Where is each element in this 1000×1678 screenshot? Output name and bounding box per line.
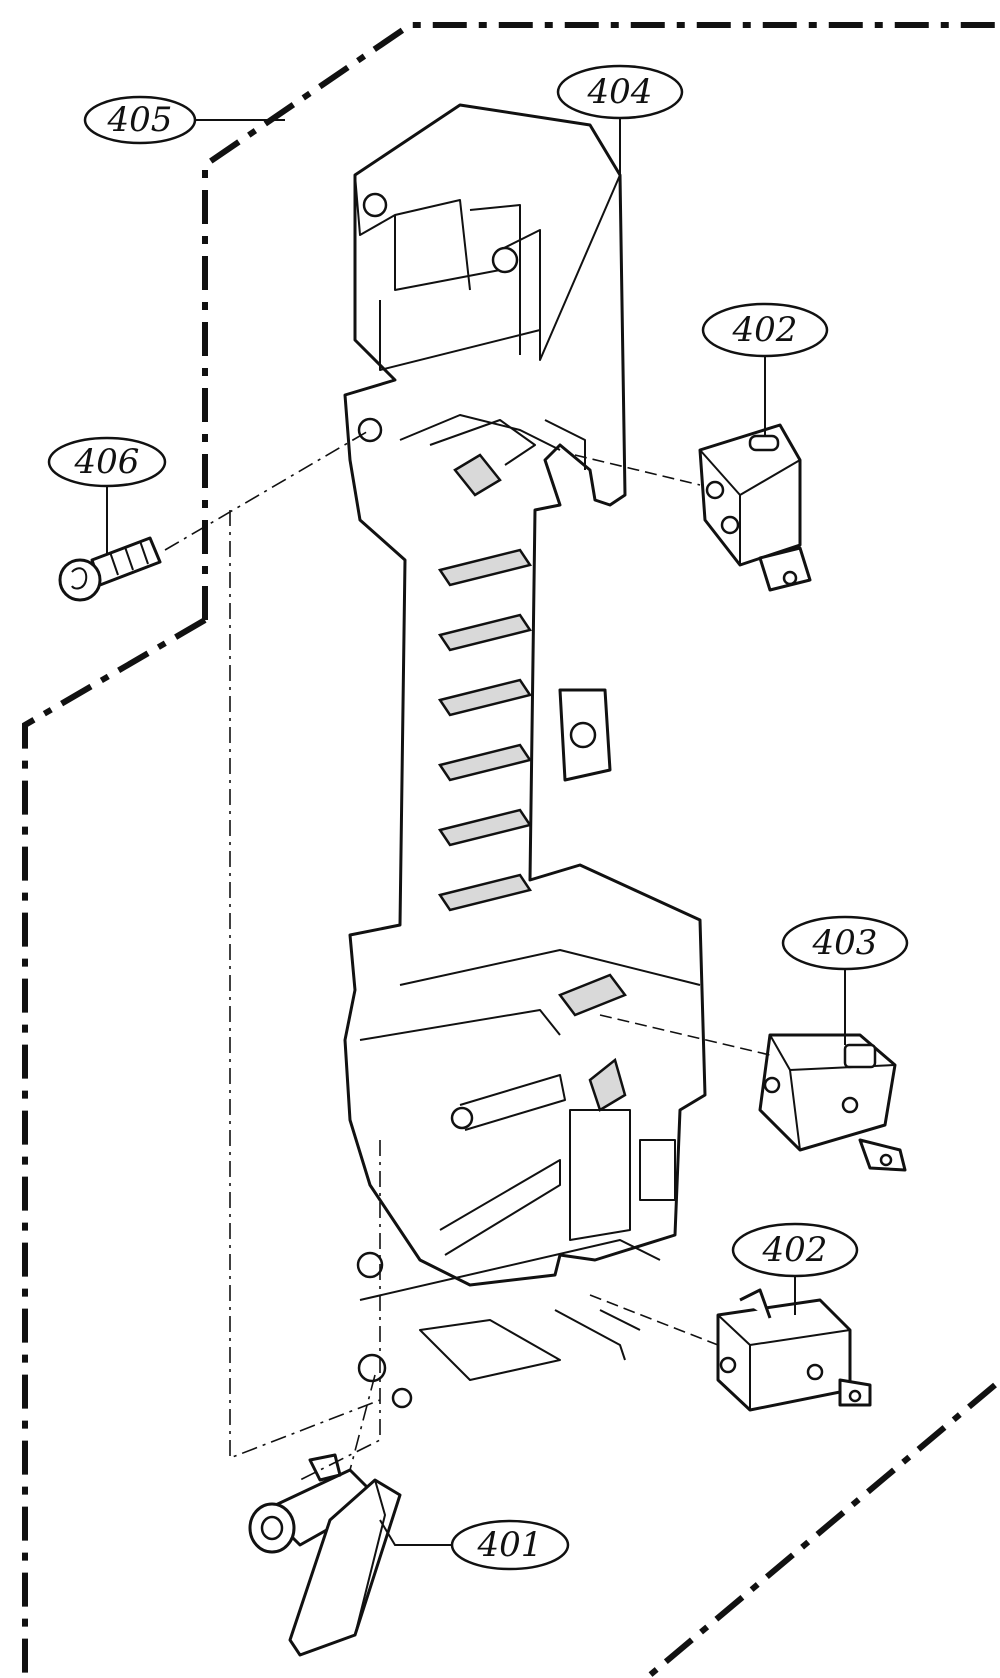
rib-3 [437,678,533,717]
switch-403-hole-b [841,1096,859,1114]
leader-401 [379,1519,455,1546]
switch-actuator-top [748,434,780,452]
mount-hole-bottom [357,1353,387,1383]
side-tab-hole [569,721,597,749]
callout-403: 403 [781,915,909,971]
upper-latch-hook [453,453,502,497]
lower-cavity [569,1109,631,1241]
lower-window [639,1139,676,1201]
rib-2 [437,613,533,652]
guide-switch-top [574,454,701,486]
rib-6 [437,873,533,912]
guide-lever [349,1374,376,1471]
callout-403-label: 403 [812,923,878,963]
switch-bottom-hole-b [806,1363,824,1381]
terminal-hole-403 [879,1153,893,1167]
guide-screw [164,429,371,551]
assembly-boundary [202,22,995,620]
callout-401-label: 401 [477,1525,543,1565]
screw-head [58,558,102,602]
terminal-hole-top [782,570,798,586]
mount-hole-lower [356,1251,384,1279]
pin-rod-end [450,1106,474,1130]
lever-401 [248,1453,402,1657]
switch-bottom-hole-a [719,1356,737,1374]
switch-402-top [698,423,812,592]
lower-latch-hook [588,1057,627,1112]
rib-1 [437,548,533,587]
terminal-hole-bottom [848,1389,862,1403]
rib-5 [437,808,533,847]
guide-switch-bottom [589,1294,719,1346]
callout-406: 406 [47,436,167,488]
callout-401: 401 [450,1519,570,1571]
door-switch-holder [343,103,707,1409]
callout-402-bottom-label: 402 [762,1230,828,1270]
callout-405: 405 [83,95,197,145]
middle-latch [558,973,627,1017]
guide-outline-left [229,510,381,1460]
mount-hole-bottom-small [391,1387,413,1409]
callout-404-label: 404 [587,72,653,112]
callout-406-label: 406 [74,442,140,482]
switch-hole-b [720,515,740,535]
callout-402-top-label: 402 [732,310,798,350]
callout-405-label: 405 [107,100,173,140]
switch-actuator-403 [843,1043,877,1069]
switch-403-hole-a [763,1076,781,1094]
switch-actuator-bottom [739,1288,772,1319]
callout-404: 404 [556,64,684,120]
screw-406 [58,536,162,602]
callout-402-bottom: 402 [731,1222,859,1278]
mount-hole-top-right [491,246,519,274]
switch-402-bottom [716,1288,872,1412]
guide-inner [299,1140,381,1481]
assembly-boundary-left [22,617,207,1675]
callout-402-top: 402 [701,302,829,358]
switch-hole-a [705,480,725,500]
lever-cap [308,1453,342,1482]
mount-hole-upper [357,417,383,443]
guide-switch-403 [599,1014,771,1056]
switch-terminal-top [758,546,812,592]
pin-rod-2 [439,1159,561,1256]
lever-pivot-hole [260,1515,284,1541]
assembly-boundary-right [648,1382,997,1678]
switch-403 [758,1033,907,1172]
pin-rod-1 [459,1074,566,1131]
rib-4 [437,743,533,782]
mount-hole-top-left [362,192,388,218]
